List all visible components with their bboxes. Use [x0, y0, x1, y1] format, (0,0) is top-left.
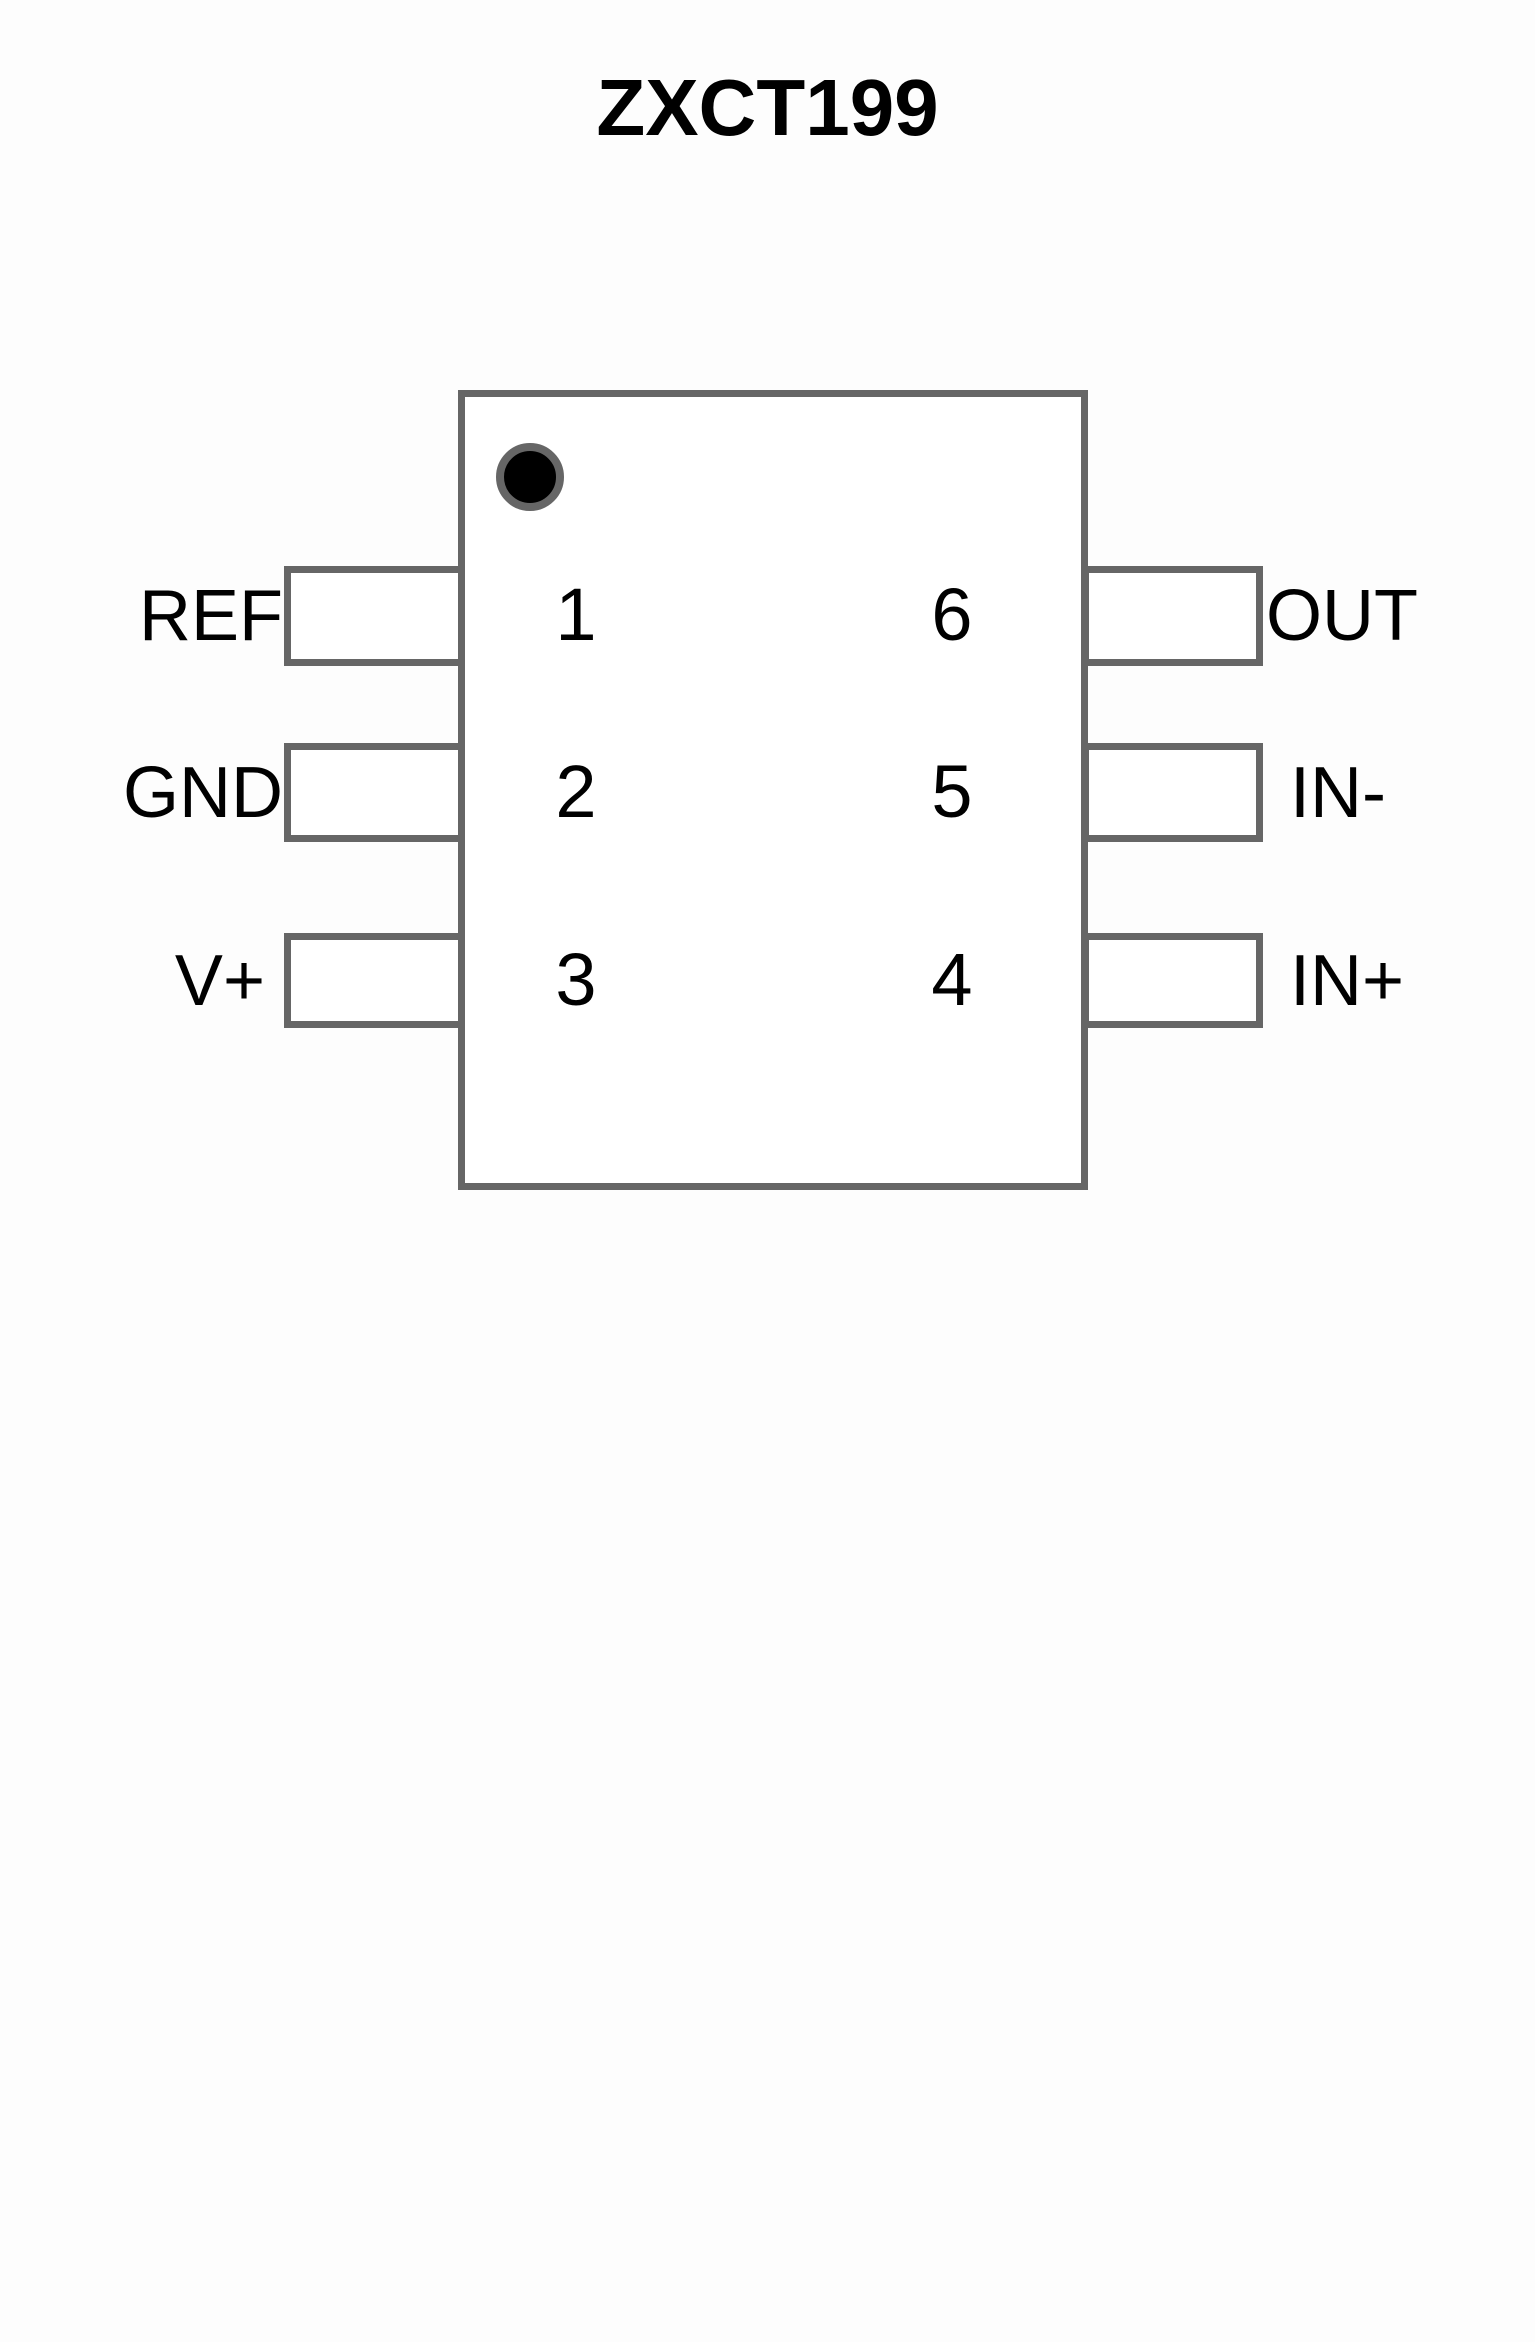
- pin-lead-6: [1082, 566, 1263, 666]
- pin-label-ref: REF: [139, 576, 283, 656]
- pin-label-out: OUT: [1266, 576, 1418, 656]
- pin-lead-5: [1082, 743, 1263, 842]
- pin-label-vplus: V+: [174, 941, 265, 1021]
- pin1-marker-dot: [496, 443, 564, 511]
- pin-lead-2: [284, 743, 465, 842]
- pin-lead-4: [1082, 933, 1263, 1028]
- pin-number-3: 3: [555, 938, 597, 1021]
- pin-lead-1: [284, 566, 465, 666]
- pin-number-5: 5: [931, 750, 973, 833]
- pin-lead-3: [284, 933, 465, 1028]
- pin-number-6: 6: [931, 573, 973, 656]
- pin-number-2: 2: [555, 750, 597, 833]
- pin-label-gnd: GND: [123, 753, 283, 833]
- pin-label-in-minus: IN-: [1290, 753, 1386, 833]
- chip-body-outline: [458, 390, 1088, 1190]
- pin-number-1: 1: [555, 573, 597, 656]
- pin-number-4: 4: [931, 938, 973, 1021]
- page-title: ZXCT199: [596, 63, 939, 152]
- pin-label-in-plus: IN+: [1290, 941, 1405, 1021]
